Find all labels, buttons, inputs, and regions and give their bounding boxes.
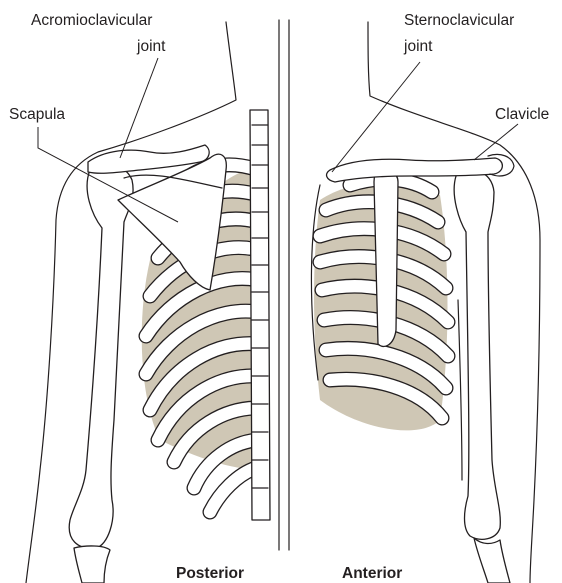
posterior-humerus xyxy=(69,164,133,548)
anterior-humerus xyxy=(454,170,500,539)
acromioclavicular-label-line2: joint xyxy=(136,38,166,55)
anterior-arm-inner-outline xyxy=(458,300,462,480)
anterior-caption: Anterior xyxy=(342,565,402,582)
posterior-forearm xyxy=(74,546,110,583)
sternoclavicular-label: Sternoclavicular xyxy=(404,12,514,29)
posterior-caption: Posterior xyxy=(176,565,244,582)
acromioclavicular-leader xyxy=(120,58,158,158)
sternoclavicular-label-line2: joint xyxy=(403,38,433,55)
clavicle-label: Clavicle xyxy=(495,106,549,123)
scapula-label: Scapula xyxy=(9,106,65,123)
anterior-sternum xyxy=(374,170,398,347)
acromioclavicular-label: Acromioclavicular xyxy=(31,12,152,29)
sternoclavicular-leader xyxy=(332,62,420,172)
anterior-forearm xyxy=(474,538,510,583)
posterior-spine xyxy=(250,110,270,520)
